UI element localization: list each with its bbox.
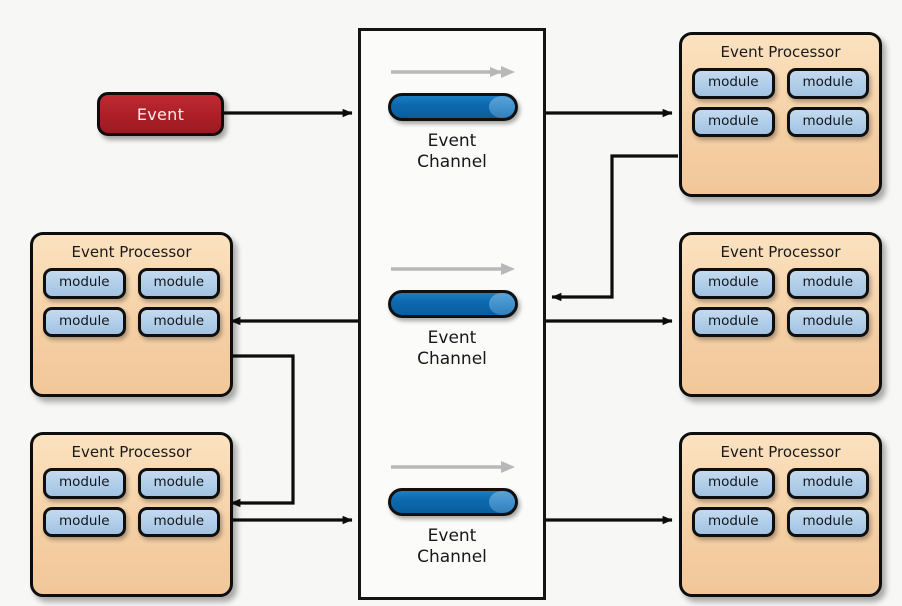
- module-box[interactable]: module: [786, 68, 869, 99]
- module-grid: module module module module: [692, 468, 869, 537]
- module-box[interactable]: module: [692, 68, 775, 99]
- flow-arrow-icon: [391, 263, 515, 275]
- pill-cap: [489, 491, 515, 513]
- processor-bottom-left[interactable]: Event Processor module module module mod…: [30, 432, 233, 597]
- module-box[interactable]: module: [43, 268, 126, 299]
- module-grid: module module module module: [692, 68, 869, 137]
- channel-pill-1: [388, 93, 518, 121]
- module-box[interactable]: module: [692, 268, 775, 299]
- event-label: Event: [136, 104, 185, 124]
- module-grid: module module module module: [43, 268, 220, 337]
- wire-proc-top-right-to-channel2: [551, 154, 678, 302]
- module-box[interactable]: module: [692, 468, 775, 499]
- channel-3-label: Event Channel: [361, 526, 543, 567]
- module-box[interactable]: module: [137, 506, 220, 537]
- module-box[interactable]: module: [692, 306, 775, 337]
- processor-title: Event Processor: [71, 243, 192, 261]
- event-channel-2[interactable]: Event Channel: [361, 258, 543, 408]
- channel-3-label-line1: Event: [427, 526, 477, 546]
- module-box[interactable]: module: [137, 306, 220, 337]
- module-box[interactable]: module: [692, 506, 775, 537]
- flow-arrow-icon: [391, 66, 515, 78]
- wire-proc-middle-left-to-channel3: [224, 354, 295, 508]
- event-channel-3[interactable]: Event Channel: [361, 456, 543, 606]
- flow-arrow-icon: [391, 461, 515, 473]
- processor-top-right[interactable]: Event Processor module module module mod…: [679, 32, 882, 197]
- module-box[interactable]: module: [43, 306, 126, 337]
- module-box[interactable]: module: [43, 506, 126, 537]
- channel-pill-3: [388, 488, 518, 516]
- channel-2-label-line2: Channel: [417, 348, 487, 369]
- processor-title: Event Processor: [720, 443, 841, 461]
- module-box[interactable]: module: [43, 468, 126, 499]
- module-box[interactable]: module: [786, 106, 869, 137]
- processor-bottom-right[interactable]: Event Processor module module module mod…: [679, 432, 882, 597]
- channel-1-label-line1: Event: [427, 131, 477, 151]
- pill-cap: [489, 293, 515, 315]
- module-box[interactable]: module: [786, 468, 869, 499]
- channel-1-label-line2: Channel: [417, 151, 487, 172]
- module-box[interactable]: module: [137, 268, 220, 299]
- module-grid: module module module module: [692, 268, 869, 337]
- event-box[interactable]: Event: [97, 92, 224, 136]
- module-box[interactable]: module: [137, 468, 220, 499]
- pill-cap: [489, 96, 515, 118]
- channel-pill-2: [388, 290, 518, 318]
- processor-title: Event Processor: [720, 43, 841, 61]
- module-box[interactable]: module: [786, 268, 869, 299]
- channel-3-label-line2: Channel: [417, 546, 487, 567]
- event-channel-1[interactable]: Event Channel: [361, 61, 543, 211]
- module-box[interactable]: module: [786, 306, 869, 337]
- channel-2-label: Event Channel: [361, 328, 543, 369]
- module-grid: module module module module: [43, 468, 220, 537]
- processor-middle-right[interactable]: Event Processor module module module mod…: [679, 232, 882, 397]
- processor-title: Event Processor: [720, 243, 841, 261]
- processor-title: Event Processor: [71, 443, 192, 461]
- channel-2-label-line1: Event: [427, 328, 477, 348]
- channel-1-label: Event Channel: [361, 131, 543, 172]
- module-box[interactable]: module: [692, 106, 775, 137]
- module-box[interactable]: module: [786, 506, 869, 537]
- processor-middle-left[interactable]: Event Processor module module module mod…: [30, 232, 233, 397]
- event-channel-container: Event Channel Event Channel: [358, 28, 546, 600]
